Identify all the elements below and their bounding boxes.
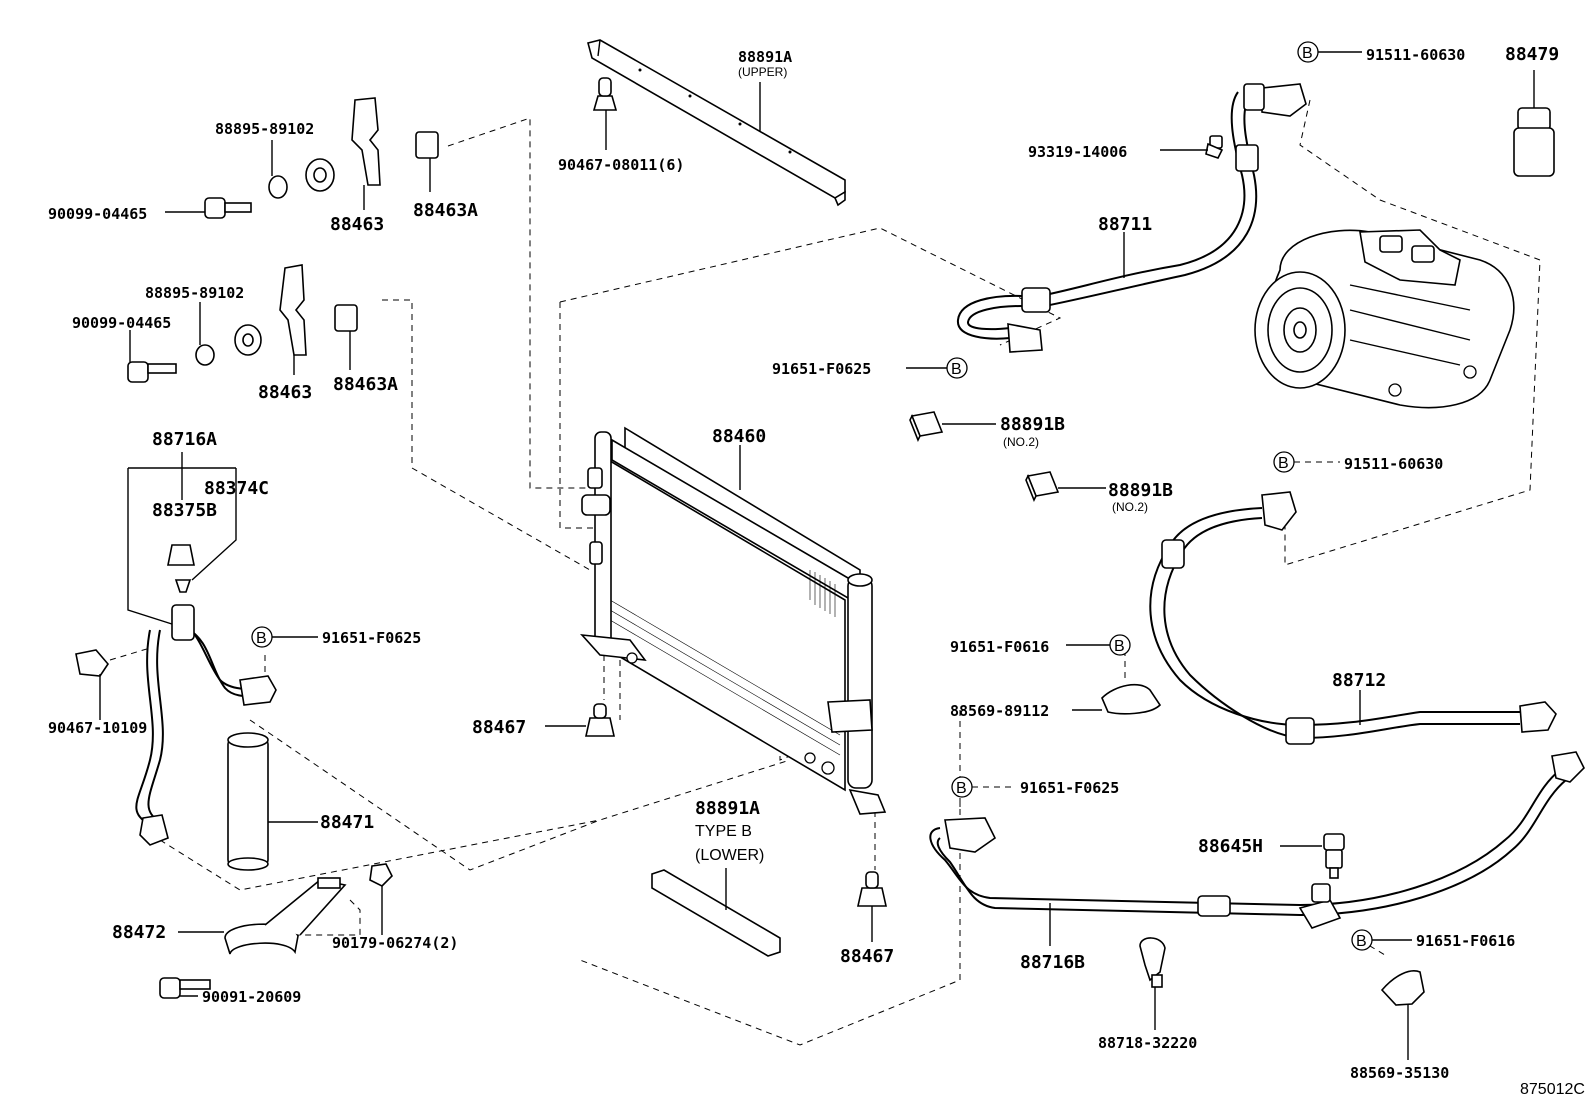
label-88569-35130: 88569-35130 bbox=[1350, 1064, 1449, 1082]
oil-bottle-88479 bbox=[1513, 70, 1555, 177]
drier-bracket-88472 bbox=[178, 877, 347, 955]
label-88467-right: 88467 bbox=[840, 946, 894, 967]
label-88467-left: 88467 bbox=[472, 717, 526, 738]
receiver-pipe-assembly bbox=[75, 452, 277, 846]
svg-text:B: B bbox=[1278, 455, 1289, 472]
diagram-id: 875012C bbox=[1520, 1081, 1585, 1098]
note-88891B-b: (NO.2) bbox=[1112, 500, 1148, 514]
label-88895-upper: 88895-89102 bbox=[215, 120, 314, 138]
badge-91651-F0625-lower: B bbox=[951, 776, 1016, 798]
clip-90467-08011 bbox=[592, 77, 618, 150]
label-90091: 90091-20609 bbox=[202, 988, 301, 1006]
label-88463-upper: 88463 bbox=[330, 214, 384, 235]
bolt-badge-left: B bbox=[251, 626, 318, 648]
liquid-tube-88716B bbox=[929, 751, 1585, 946]
label-88718: 88718-32220 bbox=[1098, 1034, 1197, 1052]
label-88716B: 88716B bbox=[1020, 952, 1085, 973]
clip-88467-right bbox=[857, 871, 887, 942]
clamp-88569-35130 bbox=[1380, 970, 1425, 1060]
upper-seal-88891A bbox=[587, 39, 846, 207]
label-88716A: 88716A bbox=[152, 429, 217, 450]
label-91651-F0616-mid: 91651-F0616 bbox=[950, 638, 1049, 656]
label-88374C: 88374C bbox=[204, 478, 269, 499]
label-90099-lower: 90099-04465 bbox=[72, 314, 171, 332]
label-88463A-lower: 88463A bbox=[333, 374, 398, 395]
bracket-group-lower bbox=[127, 264, 358, 383]
badge-91651-F0616-lower: B bbox=[1351, 929, 1412, 951]
svg-text:B: B bbox=[956, 780, 967, 797]
clip-88467-left bbox=[545, 703, 615, 737]
label-88472: 88472 bbox=[112, 922, 166, 943]
receiver-drier-88471 bbox=[227, 732, 318, 871]
label-91651-F0616-lower: 91651-F0616 bbox=[1416, 932, 1515, 950]
label-88891A-upper: 88891A bbox=[738, 48, 792, 66]
label-88479: 88479 bbox=[1505, 44, 1559, 65]
svg-text:B: B bbox=[1356, 933, 1367, 950]
svg-text:B: B bbox=[1114, 638, 1125, 655]
svg-text:B: B bbox=[1302, 45, 1313, 62]
label-90099-upper: 90099-04465 bbox=[48, 205, 147, 223]
svg-text:B: B bbox=[256, 630, 267, 647]
bolt-93319 bbox=[1160, 135, 1224, 159]
label-88460: 88460 bbox=[712, 426, 766, 447]
label-91651-F0625-lower: 91651-F0625 bbox=[1020, 779, 1119, 797]
label-91511-60630-upper: 91511-60630 bbox=[1366, 46, 1465, 64]
clamp-88718-32220 bbox=[1139, 937, 1166, 1030]
label-88712: 88712 bbox=[1332, 670, 1386, 691]
clamp-88569-89112 bbox=[1072, 683, 1162, 715]
label-88463A-upper: 88463A bbox=[413, 200, 478, 221]
label-88645H: 88645H bbox=[1198, 836, 1263, 857]
note-88891A-upper: (UPPER) bbox=[738, 65, 787, 79]
condenser-88460 bbox=[580, 426, 887, 815]
label-93319: 93319-14006 bbox=[1028, 143, 1127, 161]
label-88891B-b: 88891B bbox=[1108, 480, 1173, 501]
label-90467-08011: 90467-08011(6) bbox=[558, 156, 684, 174]
label-91651-F0625-upper: 91651-F0625 bbox=[772, 360, 871, 378]
badge-91651-F0625-upper: B bbox=[906, 357, 968, 379]
badge-91511-lower: B bbox=[1273, 451, 1340, 473]
type-88891A-lower: TYPE B bbox=[695, 823, 752, 840]
suction-hose-88712 bbox=[1149, 491, 1557, 745]
label-91651-F0625-left: 91651-F0625 bbox=[322, 629, 421, 647]
seal-88891B-b bbox=[1025, 471, 1106, 502]
label-88891A-lower: 88891A bbox=[695, 798, 760, 819]
label-88471: 88471 bbox=[320, 812, 374, 833]
seal-88891B-a bbox=[909, 411, 996, 442]
label-88569-89112: 88569-89112 bbox=[950, 702, 1049, 720]
label-90467-10109: 90467-10109 bbox=[48, 719, 147, 737]
label-88711: 88711 bbox=[1098, 214, 1152, 235]
bolt-90091 bbox=[159, 977, 211, 999]
label-88895-lower: 88895-89102 bbox=[145, 284, 244, 302]
nut-90179 bbox=[369, 863, 393, 935]
label-88375B: 88375B bbox=[152, 500, 217, 521]
note-88891B-a: (NO.2) bbox=[1003, 435, 1039, 449]
compressor bbox=[1254, 229, 1515, 409]
label-88891B-a: 88891B bbox=[1000, 414, 1065, 435]
label-88463-lower: 88463 bbox=[258, 382, 312, 403]
svg-text:B: B bbox=[951, 361, 962, 378]
discharge-hose-88711 bbox=[957, 83, 1307, 353]
badge-91651-F0616-mid: B bbox=[1066, 634, 1131, 656]
note-88891A-lower: (LOWER) bbox=[695, 847, 764, 864]
pressure-switch-88645H bbox=[1280, 833, 1345, 879]
lower-seal-88891A bbox=[651, 868, 781, 957]
badge-91511-upper: B bbox=[1297, 41, 1362, 63]
label-90179: 90179-06274(2) bbox=[332, 934, 458, 952]
bracket-group-upper bbox=[165, 97, 439, 219]
label-91511-60630-lower: 91511-60630 bbox=[1344, 455, 1443, 473]
